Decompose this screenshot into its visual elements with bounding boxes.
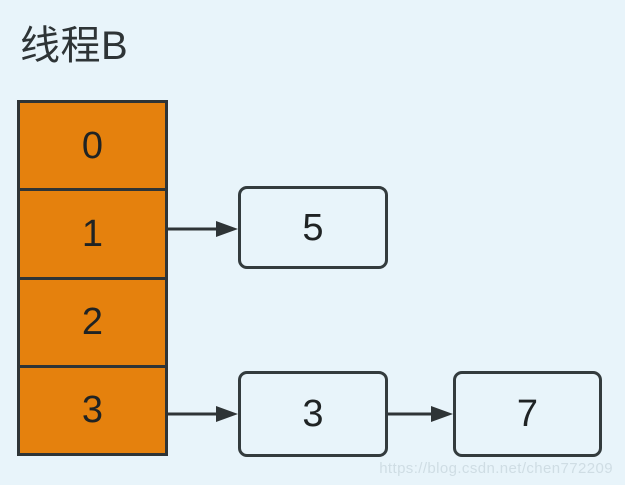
list-node-3: 3 <box>238 371 388 457</box>
bucket-cell-label: 1 <box>81 212 104 255</box>
list-node-label: 5 <box>302 206 324 249</box>
list-node-7: 7 <box>453 371 602 457</box>
page-title: 线程B <box>20 24 129 68</box>
bucket-cell-2: 2 <box>20 279 165 368</box>
list-node-5: 5 <box>238 186 388 269</box>
list-node-label: 7 <box>516 393 539 435</box>
watermark: https://blog.csdn.net/chen772209 <box>379 460 613 477</box>
bucket-cell-3: 3 <box>20 367 165 453</box>
arrow-icon-cell1-to-node5 <box>168 221 238 237</box>
arrow-icon-node3-to-node7 <box>388 406 453 422</box>
list-node-label: 3 <box>302 393 324 435</box>
bucket-cell-1: 1 <box>20 191 165 280</box>
hash-bucket-array: 0 1 2 3 <box>17 100 168 456</box>
bucket-cell-label: 3 <box>81 389 104 432</box>
arrow-icon-cell3-to-node3 <box>168 406 238 422</box>
bucket-cell-0: 0 <box>20 103 165 192</box>
bucket-cell-label: 2 <box>81 301 104 344</box>
bucket-cell-label: 0 <box>81 124 104 167</box>
